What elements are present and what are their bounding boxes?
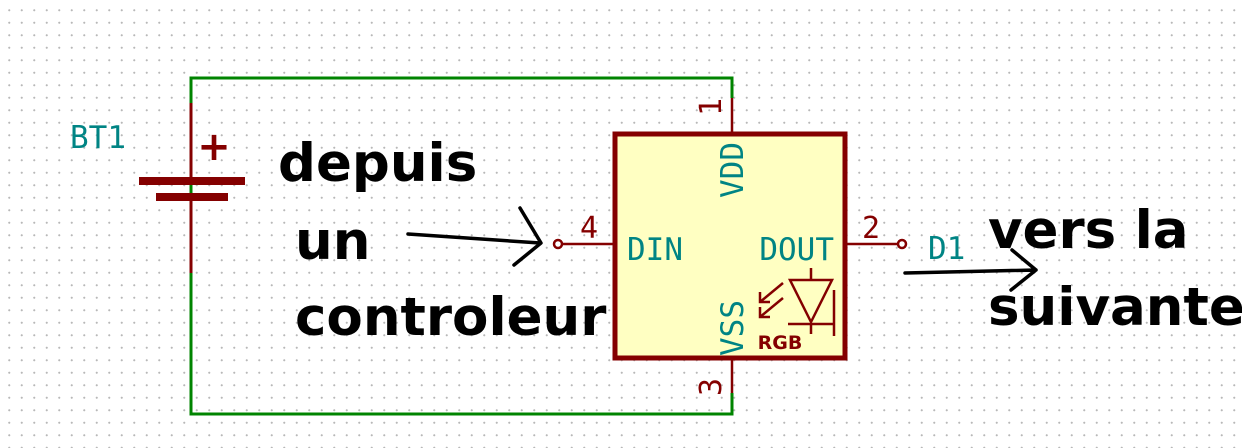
input-arrow-icon xyxy=(406,206,543,267)
pin-2-number: 2 xyxy=(862,211,880,246)
input-note-line-2: un xyxy=(295,211,370,272)
annotations: depuis un controleur vers la suivante xyxy=(278,133,1242,348)
input-note-line-1: depuis xyxy=(278,133,477,194)
led-value-label: D1 xyxy=(928,231,965,267)
battery-reference: BT1 xyxy=(70,120,126,156)
input-note-line-3: controleur xyxy=(295,287,606,348)
annotation-arrows xyxy=(406,206,1038,292)
led-pins xyxy=(552,98,908,393)
pin-name-dout: DOUT xyxy=(759,232,834,268)
pin-name-vdd: VDD xyxy=(715,142,751,198)
led-d1[interactable]: 1 3 4 2 DIN DOUT VDD VSS RGB D1 xyxy=(552,98,965,396)
output-note-line-2: suivante xyxy=(988,277,1242,338)
pin-name-din: DIN xyxy=(627,232,683,268)
pin-4-number: 4 xyxy=(580,211,598,246)
battery-bt1[interactable]: + BT1 xyxy=(70,103,245,273)
pin-3-number: 3 xyxy=(694,378,729,396)
pin-name-vss: VSS xyxy=(715,300,751,356)
emission-arrowhead-1 xyxy=(758,292,770,304)
pin-2-endpoint[interactable] xyxy=(896,238,908,250)
output-note-line-1: vers la xyxy=(988,200,1189,261)
led-diode-symbol xyxy=(758,268,836,336)
output-arrow-icon xyxy=(903,248,1038,292)
emission-arrowhead-2 xyxy=(758,307,770,319)
pin-4-endpoint[interactable] xyxy=(552,238,564,250)
emission-arrow-1 xyxy=(759,282,784,303)
led-body[interactable] xyxy=(612,131,848,361)
emission-arrow-2 xyxy=(759,297,784,318)
pin-1-number: 1 xyxy=(694,98,729,116)
wire-bottom[interactable] xyxy=(189,273,734,416)
rgb-label: RGB xyxy=(758,332,803,354)
battery-plus-sign: + xyxy=(197,124,231,170)
